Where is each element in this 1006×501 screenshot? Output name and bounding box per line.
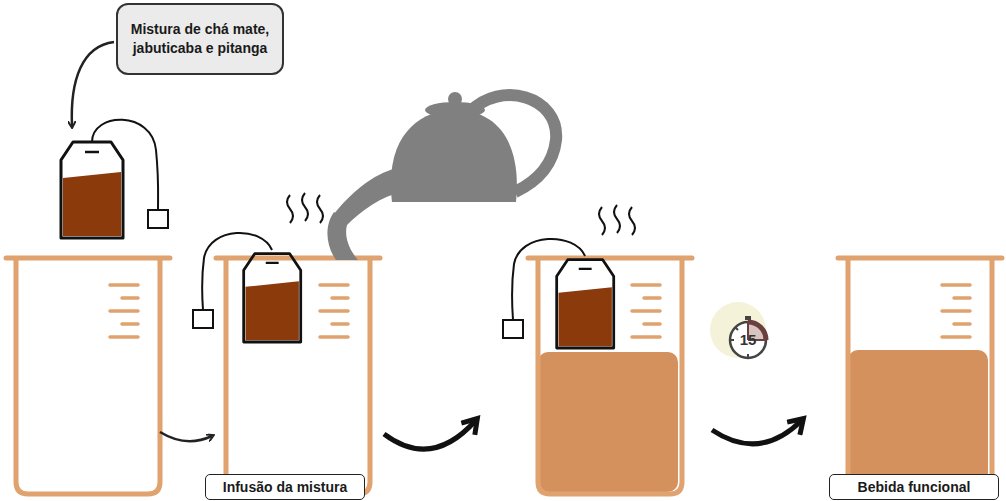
- timer-halo: [710, 302, 766, 358]
- timer-dial: 15: [726, 316, 770, 360]
- tea-bag: [61, 142, 123, 238]
- tea-bag-tag: [503, 320, 523, 338]
- water-stream: [327, 212, 358, 260]
- callout-box: Mistura de chá mate, jabuticaba e pitang…: [116, 3, 284, 75]
- step-arrow: [712, 420, 802, 444]
- timer-face: [730, 322, 766, 358]
- kettle-body: [391, 110, 517, 202]
- beaker: [838, 258, 1002, 494]
- timer-button: [745, 316, 751, 320]
- beaker-liquid: [848, 350, 988, 492]
- node-text: 15: [740, 331, 757, 348]
- tea-bag: [557, 260, 614, 348]
- kettle-knob: [448, 92, 462, 106]
- step-arrow: [160, 432, 212, 441]
- kettle-spout: [334, 168, 402, 226]
- kettle: [327, 92, 516, 260]
- beaker: [6, 258, 170, 494]
- steam: [599, 205, 635, 235]
- kettle-handle: [470, 95, 556, 192]
- tea-bag-tag: [148, 210, 168, 228]
- node-text: Bebida funcional: [858, 479, 971, 495]
- tea-bag-tag: [193, 310, 213, 328]
- step-label: Infusão da mistura: [205, 474, 365, 500]
- tea-bag: [244, 254, 301, 342]
- beaker-liquid: [538, 352, 678, 492]
- steam: [287, 193, 323, 223]
- beaker: [528, 258, 692, 494]
- node-text: Mistura de chá mate, jabuticaba e pitang…: [128, 20, 272, 58]
- node-text: Infusão da mistura: [223, 479, 347, 495]
- step-label: Bebida funcional: [829, 474, 999, 500]
- step-arrow: [384, 420, 476, 449]
- leader-arrow: [72, 42, 114, 126]
